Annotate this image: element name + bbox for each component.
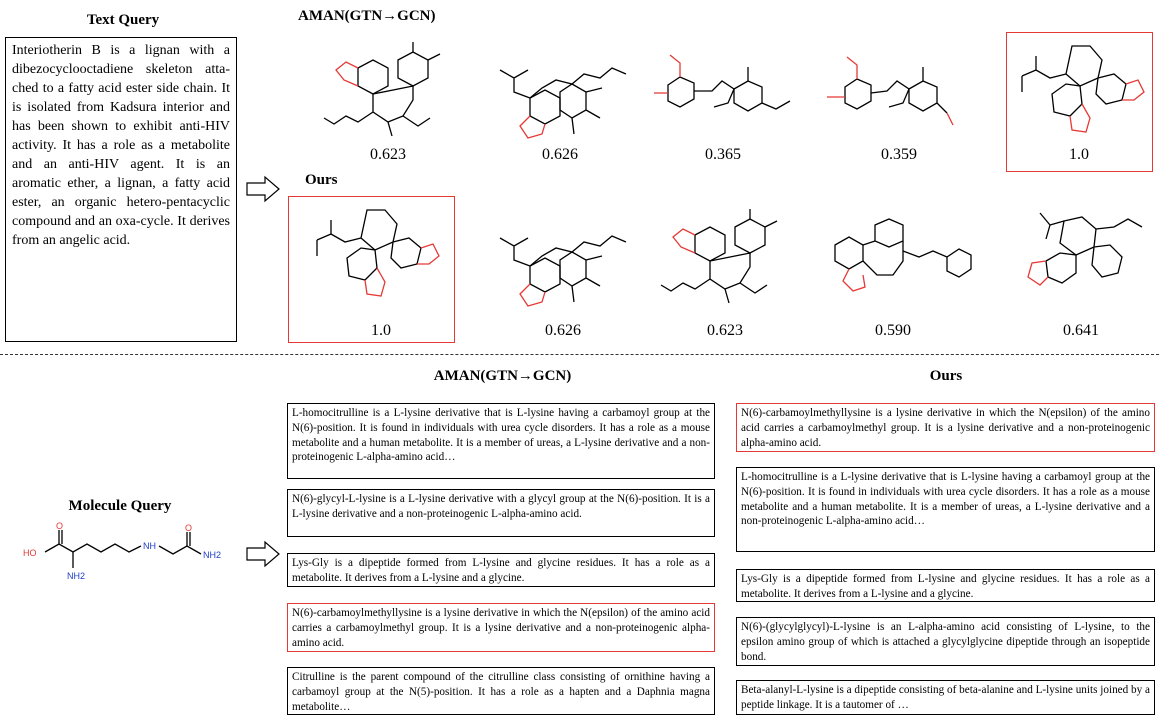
right-arrow-icon [246, 540, 280, 568]
ours-result-5: Beta-alanyl-L-lysine is a dipeptide cons… [736, 680, 1155, 715]
top-ours-label: Ours [305, 172, 338, 188]
atom-nh2-b: NH2 [203, 550, 221, 560]
aman-result-3: Lys-Gly is a dipeptide formed from L-lys… [287, 553, 715, 587]
text-query-heading: Text Query [86, 12, 160, 28]
aman-match-highlight [1006, 32, 1153, 172]
ours-match-highlight [288, 196, 455, 343]
atom-o1: O [56, 522, 63, 531]
ours-molecule-1 [316, 209, 440, 297]
bottom-ours-label: Ours [929, 368, 963, 384]
atom-o2: O [185, 523, 192, 533]
aman-result-4: N(6)-carbamoylmethyllysine is a lysine d… [287, 603, 715, 652]
top-aman-label: AMAN(GTN→GCN) [298, 8, 436, 24]
aman-score-1: 0.623 [370, 146, 406, 163]
aman-molecule-1 [323, 42, 441, 137]
ours-molecule-3 [660, 209, 778, 304]
aman-molecule-3 [654, 54, 791, 112]
ours-result-3: Lys-Gly is a dipeptide formed from L-lys… [736, 569, 1155, 602]
section-divider [0, 354, 1159, 355]
bottom-aman-label: AMAN(GTN→GCN) [433, 368, 572, 384]
aman-score-4: 0.359 [881, 146, 917, 163]
ours-result-2: L-homocitrulline is a L-lysine derivativ… [736, 467, 1155, 552]
atom-nh2-a: NH2 [67, 571, 85, 581]
aman-molecule-2 [499, 67, 627, 139]
aman-score-3: 0.365 [705, 146, 741, 163]
ours-result-4: N(6)-(glycylglycyl)-L-lysine is an L-alp… [736, 617, 1155, 666]
aman-result-2: N(6)-glycyl-L-lysine is a L-lysine deriv… [287, 489, 715, 537]
aman-score-2: 0.626 [542, 146, 578, 163]
ours-score-1: 1.0 [371, 322, 391, 339]
ours-result-1: N(6)-carbamoylmethyllysine is a lysine d… [736, 403, 1155, 452]
aman-molecule-5 [1021, 45, 1145, 133]
aman-molecule-4 [827, 56, 954, 126]
molecule-query-heading: Molecule Query [68, 498, 172, 514]
ours-score-4: 0.590 [875, 322, 911, 339]
right-arrow-icon [246, 175, 280, 203]
ours-molecule-2 [499, 235, 627, 307]
text-query-box: Interiotherin B is a lignan with a dibez… [5, 37, 237, 342]
ours-score-5: 0.641 [1063, 322, 1099, 339]
ours-score-3: 0.623 [707, 322, 743, 339]
molecule-structure: HO O NH2 NH O NH2 [23, 522, 221, 581]
atom-ho: HO [23, 548, 37, 558]
atom-nh: NH [143, 541, 156, 551]
ours-molecule-5 [1027, 212, 1143, 286]
aman-result-1: L-homocitrulline is a L-lysine derivativ… [287, 403, 715, 479]
ours-score-2: 0.626 [545, 322, 581, 339]
aman-result-5: Citrulline is the parent compound of the… [287, 667, 715, 715]
aman-score-5: 1.0 [1069, 146, 1089, 163]
ours-molecule-4 [834, 218, 972, 292]
